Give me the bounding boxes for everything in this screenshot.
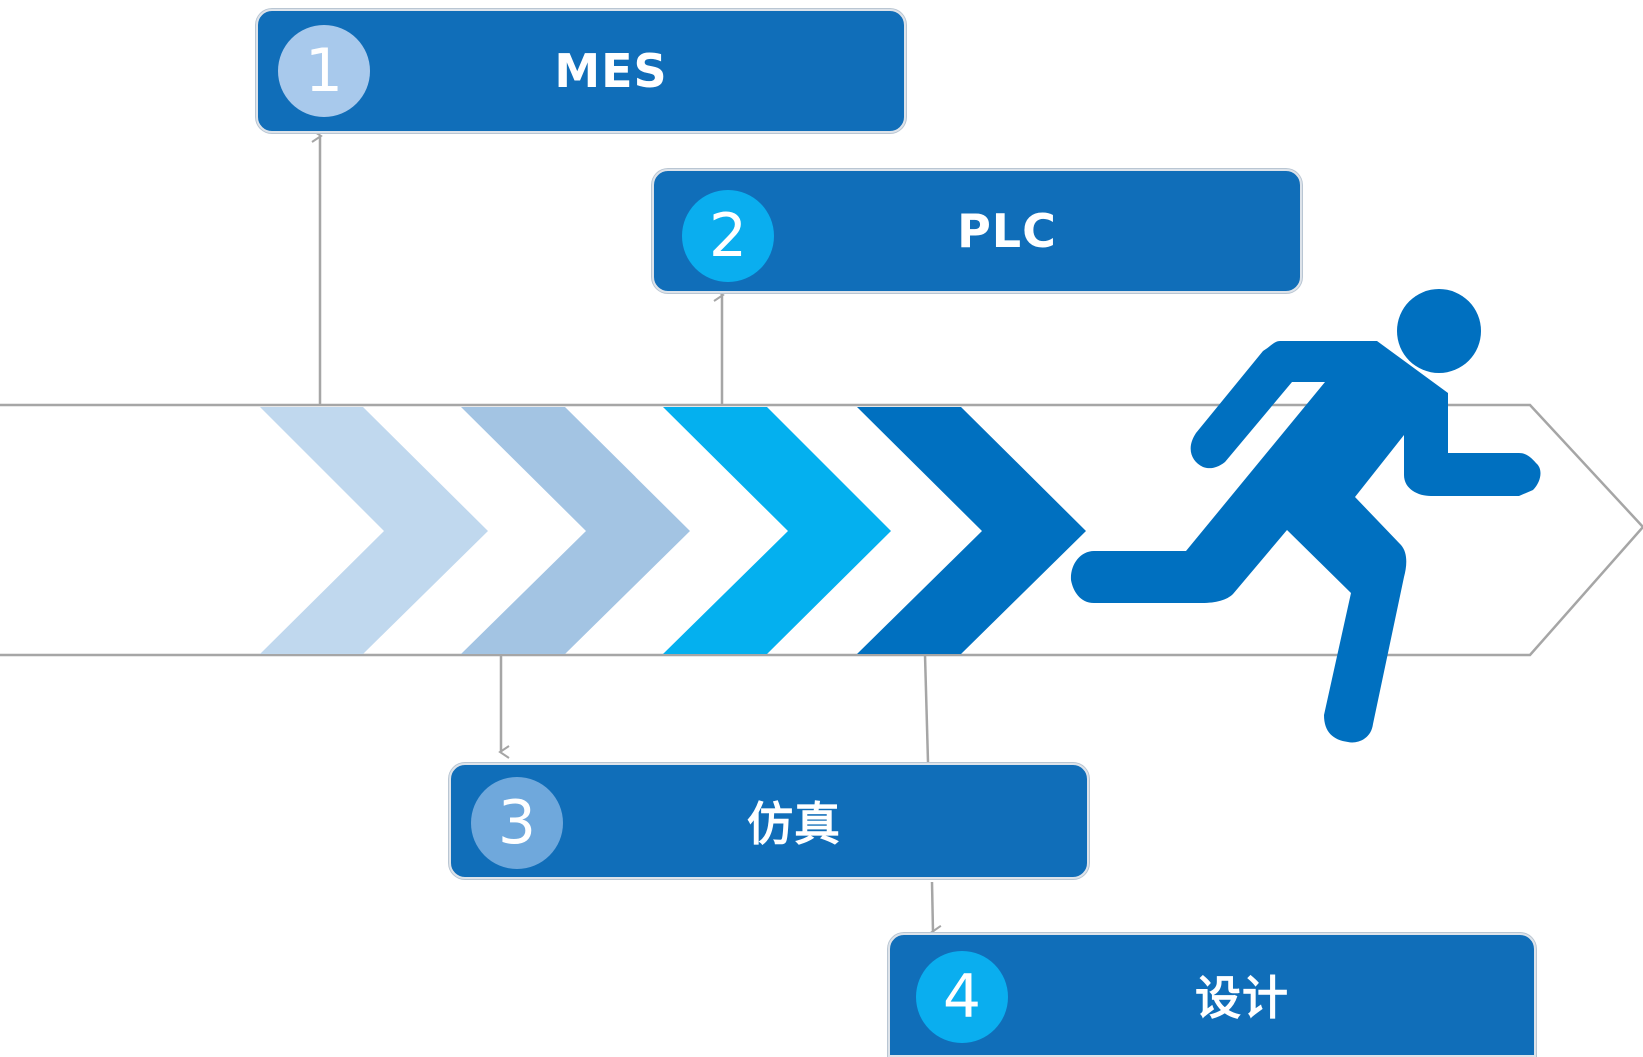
chevron-1 (260, 407, 488, 654)
step-label: 设计 (1195, 971, 1289, 1025)
chevron-2 (461, 407, 690, 654)
step-number-badge: 4 (916, 951, 1008, 1043)
step-label: PLC (957, 204, 1057, 258)
chevron-4 (857, 407, 1086, 654)
step-box-simulation: 3 仿真 (449, 763, 1089, 879)
connector-4b (930, 881, 942, 939)
connector-4a (923, 654, 930, 763)
step-number-badge: 3 (471, 777, 563, 869)
step-number-badge: 1 (278, 25, 370, 117)
step-box-mes: 1 MES (256, 9, 906, 133)
chevron-3 (663, 407, 891, 654)
step-box-plc: 2 PLC (652, 169, 1302, 293)
step-box-design: 4 设计 (888, 933, 1536, 1057)
step-label: MES (554, 44, 668, 98)
running-person-icon (1070, 289, 1541, 743)
step-number-badge: 2 (682, 190, 774, 282)
step-label: 仿真 (747, 797, 841, 851)
